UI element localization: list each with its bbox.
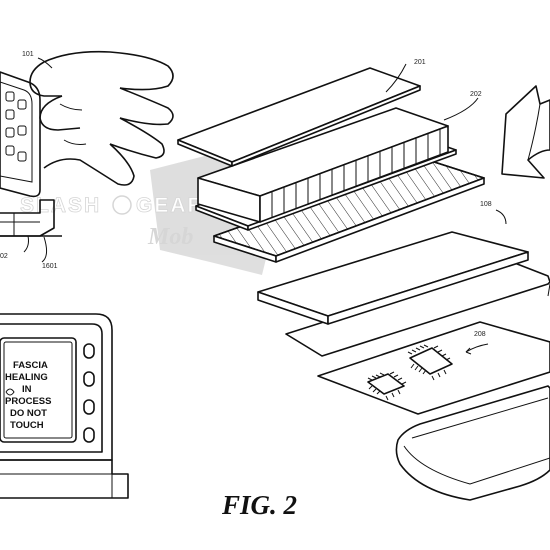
screen-line-6: TOUCH — [10, 420, 44, 431]
screen-line-5: DO NOT — [10, 408, 47, 419]
rotation-arrow-icon — [501, 85, 550, 179]
screen-emblem-icon — [5, 388, 15, 396]
watermark-brand-right: GEAR — [136, 194, 205, 217]
device-held — [0, 71, 41, 198]
side-button-4 — [83, 427, 95, 443]
hand-top-finger — [43, 50, 174, 91]
lower-housing — [395, 385, 550, 501]
screen-line-1: FASCIA — [13, 360, 48, 371]
ref-label-201: 201 — [414, 59, 426, 66]
rib-lines — [271, 129, 441, 218]
leader-202 — [443, 97, 479, 121]
figure-caption: FIG. 2 — [221, 490, 297, 520]
screen-line-2: HEALING — [5, 372, 48, 383]
ref-label-101: 101 — [22, 51, 34, 58]
leader-201 — [385, 63, 407, 93]
device-outer-frame — [0, 313, 113, 461]
ref-label-208: 208 — [474, 331, 486, 338]
ref-label-1601: 1601 — [42, 263, 58, 270]
screen-line-3: IN — [22, 384, 32, 395]
leader-208 — [465, 343, 489, 353]
watermark-sub: Mob — [147, 224, 193, 250]
ref-label-108: 108 — [480, 201, 492, 208]
ref-label-202: 202 — [470, 91, 482, 98]
side-button-1 — [83, 343, 95, 359]
exploded-layer-stack: 208 108 — [177, 59, 550, 501]
chip-left — [367, 371, 407, 401]
device-screen-illustration: FASCIA HEALING IN PROCESS DO NOT TOUCH — [0, 313, 129, 499]
leader-108 — [495, 209, 507, 225]
side-button-2 — [83, 371, 95, 387]
chip-right — [407, 344, 453, 381]
hand-device-illustration: 101 02 1601 — [0, 50, 174, 270]
side-button-3 — [83, 399, 95, 415]
device-base — [0, 459, 129, 499]
leader-101 — [37, 57, 53, 69]
screen-line-4: PROCESS — [5, 396, 51, 407]
ref-label-02: 02 — [0, 253, 8, 260]
watermark-gear-icon — [112, 195, 132, 215]
device-screen — [0, 337, 77, 443]
